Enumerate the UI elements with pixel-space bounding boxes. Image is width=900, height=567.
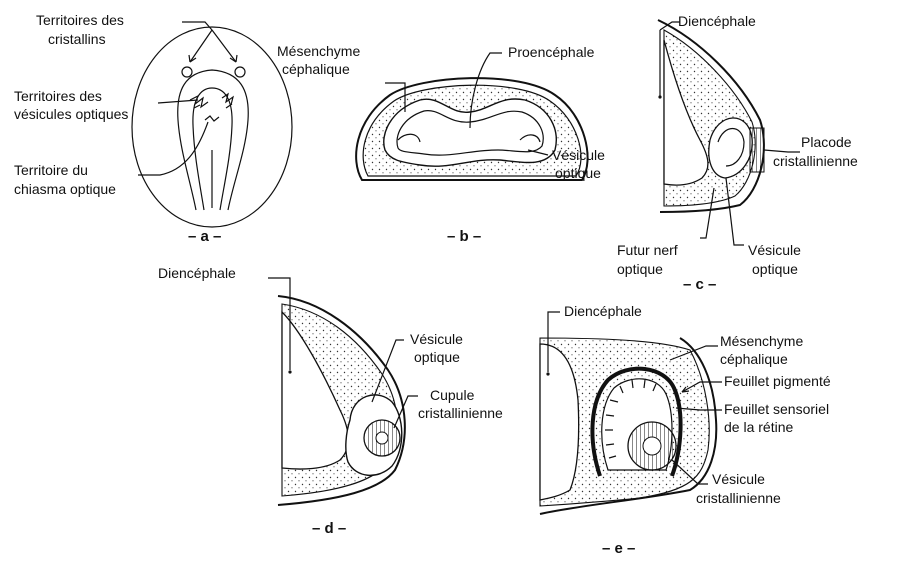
label-sensory-layer-line2: de la rétine — [724, 419, 793, 435]
neural-plate-outer — [178, 70, 249, 210]
label-optic-vesicle-b-line1: Vésicule — [552, 147, 605, 163]
dot-diencephalon-d — [288, 370, 291, 373]
panel-b: Mésenchyme céphalique Proencéphale Vésic… — [277, 43, 605, 245]
arrow-heads-lens — [189, 55, 237, 62]
lens-cup-d-center — [376, 432, 388, 444]
lens-vesicle-e-center — [643, 437, 661, 455]
label-mesenchyme-e-line1: Mésenchyme — [720, 333, 803, 349]
label-diencephalon-d: Diencéphale — [158, 265, 236, 281]
label-chiasma-territory-line2: chiasma optique — [14, 181, 116, 197]
caption-e: – e – — [602, 540, 635, 557]
label-lens-placode-line1: Placode — [801, 134, 852, 150]
label-optic-vesicle-territories-line2: vésicules optiques — [14, 106, 128, 122]
dot-diencephalon-c — [658, 95, 661, 98]
label-lens-vesicle-e-line2: cristallinienne — [696, 490, 781, 506]
lens-territory-right — [235, 67, 245, 77]
label-mesenchyme-e-line2: céphalique — [720, 351, 788, 367]
panel-c: Diencéphale Placode cristallinienne Futu… — [617, 13, 858, 293]
label-optic-vesicle-c-line2: optique — [752, 261, 798, 277]
optic-vesicle-territory-right — [222, 94, 233, 108]
panel-d: Diencéphale Vésicule optique Cupule cris… — [158, 265, 503, 537]
label-optic-vesicle-d-line1: Vésicule — [410, 331, 463, 347]
label-optic-vesicle-b-line2: optique — [555, 165, 601, 181]
caption-a: – a – — [188, 228, 221, 245]
label-optic-nerve-line1: Futur nerf — [617, 242, 678, 258]
label-lens-placode-line2: cristallinienne — [773, 153, 858, 169]
caption-c: – c – — [683, 276, 716, 293]
caption-b: – b – — [447, 228, 481, 245]
label-mesenchyme-b-line2: céphalique — [282, 61, 350, 77]
label-optic-vesicle-d-line2: optique — [414, 349, 460, 365]
label-diencephalon-e: Diencéphale — [564, 303, 642, 319]
optic-vesicle-territory-left — [190, 96, 208, 108]
label-chiasma-territory-line1: Territoire du — [14, 162, 88, 178]
chiasma-territory-mark — [205, 116, 219, 121]
lens-territory-left — [182, 67, 192, 77]
label-mesenchyme-b-line1: Mésenchyme — [277, 43, 360, 59]
label-lens-territories-line1: Territoires des — [36, 12, 124, 28]
caption-d: – d – — [312, 520, 346, 537]
label-lens-cup-d-line1: Cupule — [430, 387, 475, 403]
label-optic-vesicle-c-line1: Vésicule — [748, 242, 801, 258]
leader-lens-territories — [182, 22, 236, 62]
label-lens-territories-line2: cristallins — [48, 31, 106, 47]
label-lens-vesicle-e-line1: Vésicule — [712, 471, 765, 487]
label-optic-vesicle-territories-line1: Territoires des — [14, 88, 102, 104]
dot-diencephalon-e — [546, 372, 549, 375]
label-sensory-layer-line1: Feuillet sensoriel — [724, 401, 829, 417]
label-prosencephalon: Proencéphale — [508, 44, 595, 60]
panel-e: Diencéphale Mésenchyme céphalique Feuill… — [540, 303, 831, 557]
label-optic-nerve-line2: optique — [617, 261, 663, 277]
label-lens-cup-d-line2: cristallinienne — [418, 405, 503, 421]
label-pigment-layer: Feuillet pigmenté — [724, 373, 831, 389]
leader-lens-placode — [764, 150, 800, 152]
lens-placode — [750, 128, 764, 172]
label-diencephalon-c: Diencéphale — [678, 13, 756, 29]
panel-a: Territoires des cristallins Territoires … — [14, 12, 292, 245]
